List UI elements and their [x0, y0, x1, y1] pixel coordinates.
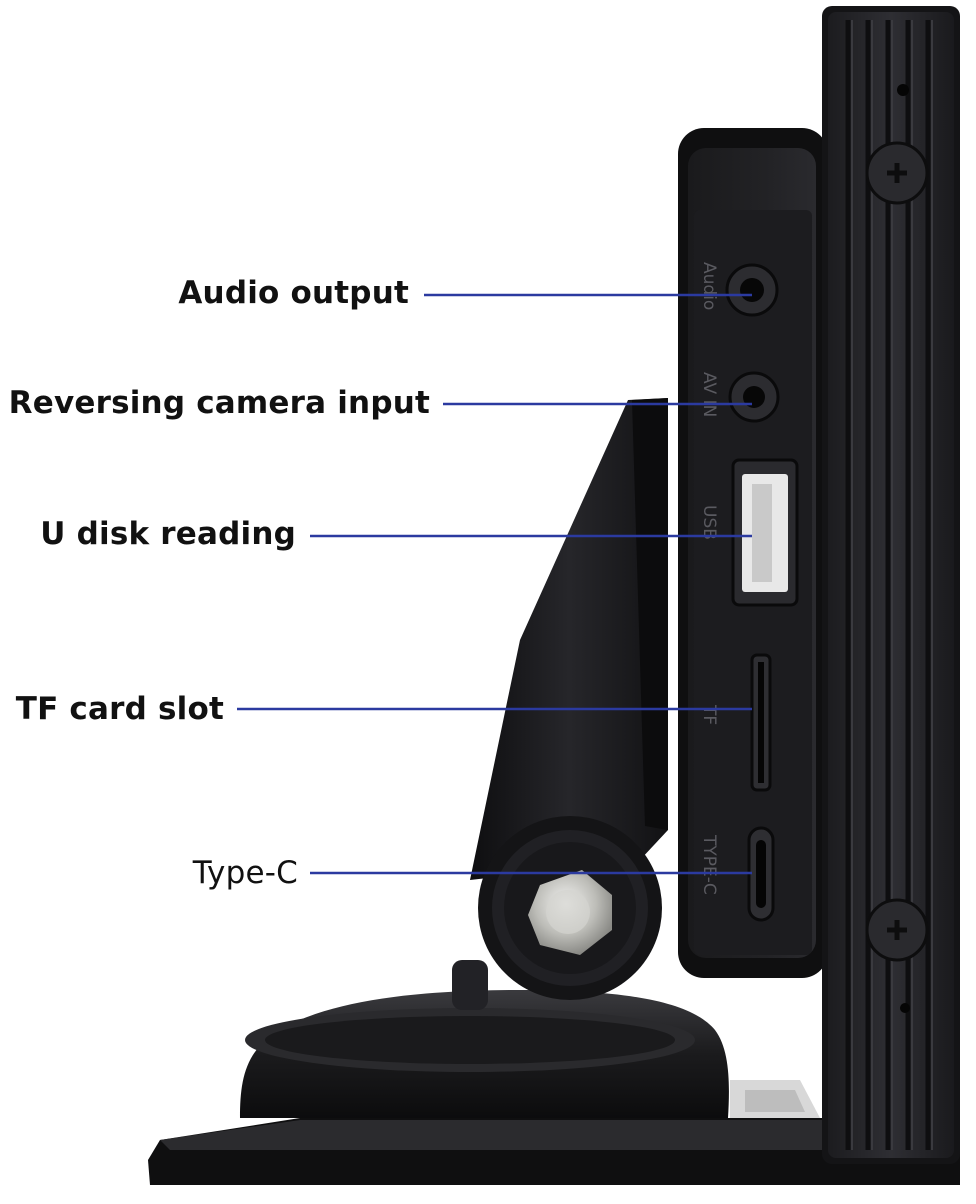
leader-lines — [237, 293, 752, 875]
type-c-port — [747, 826, 775, 922]
mount-base — [148, 960, 960, 1185]
callout-type-c: Type-C — [192, 855, 298, 891]
callout-u-disk-reading: U disk reading — [40, 516, 296, 552]
usb-port — [731, 458, 799, 607]
callout-reversing-camera-input: Reversing camera input — [8, 385, 430, 421]
marking-av-in: AV IN — [699, 372, 719, 417]
av-in-jack — [728, 371, 780, 423]
tf-card-slot — [750, 653, 772, 792]
marking-usb: USB — [699, 505, 719, 540]
hinge-bolt — [528, 870, 612, 955]
device-frame — [822, 6, 960, 1164]
screw-top-icon — [865, 141, 929, 205]
audio-jack — [725, 263, 779, 317]
callout-audio-output: Audio output — [178, 275, 409, 311]
screw-bottom-icon — [865, 898, 929, 962]
marking-audio: Audio — [699, 262, 719, 310]
stand-arm — [470, 398, 668, 1000]
marking-tf: TF — [699, 704, 719, 725]
marking-type-c: TYPE-C — [699, 834, 719, 895]
callout-tf-card-slot: TF card slot — [15, 691, 224, 727]
